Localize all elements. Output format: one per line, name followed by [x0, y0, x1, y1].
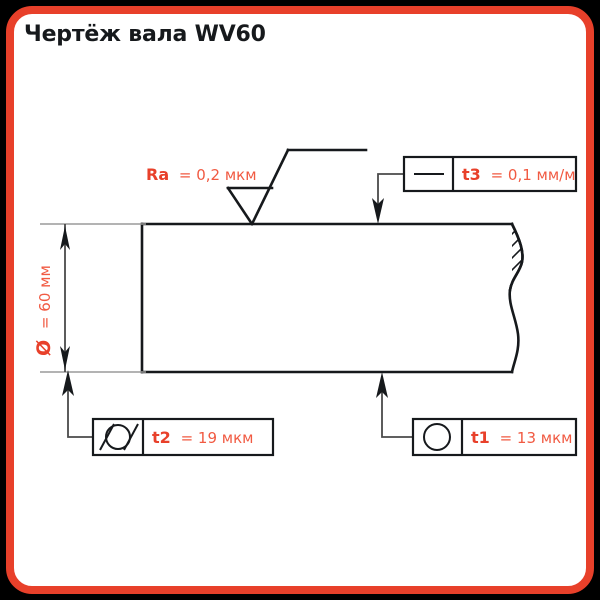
ra-value: = 0,2 мкм: [179, 166, 257, 184]
roundness-icon: [423, 423, 451, 451]
dim-arrow-top: [60, 226, 70, 250]
t2-label-group: t2 = 19 мкм: [152, 428, 253, 447]
t1-leader-arrow: [376, 372, 388, 398]
diameter-value: = 60 мм: [36, 265, 54, 329]
t3-leader-line: [377, 173, 403, 216]
cylindricity-icon: [99, 423, 139, 451]
ra-label-group: Ra = 0,2 мкм: [146, 165, 257, 184]
diameter-label-group: Ø = 60 мм: [33, 265, 55, 356]
t1-label: t1: [471, 428, 490, 447]
t1-leader-line: [381, 380, 412, 438]
t2-label: t2: [152, 428, 171, 447]
shaft-body: [140, 222, 524, 374]
ra-symbol-short-stroke: [226, 186, 254, 226]
t1-label-group: t1 = 13 мкм: [471, 428, 572, 447]
t1-value: = 13 мкм: [500, 429, 573, 447]
t2-leader-line: [67, 378, 92, 438]
t3-label: t3: [462, 165, 481, 184]
page-title: Чертёж вала WV60: [24, 22, 266, 47]
diameter-dimension: Ø = 60 мм: [33, 223, 146, 373]
t3-label-group: t3 = 0,1 мм/м: [462, 165, 576, 184]
diameter-symbol: Ø: [33, 340, 55, 356]
tolerance-frame-t3[interactable]: t3 = 0,1 мм/м: [372, 155, 578, 224]
tolerance-frame-t1[interactable]: t1 = 13 мкм: [376, 372, 578, 457]
t3-leader-arrow: [372, 198, 384, 224]
hatch-outline: [508, 222, 524, 292]
tolerance-frame-t2[interactable]: t2 = 19 мкм: [62, 370, 275, 457]
dim-arrow-bottom: [60, 346, 70, 370]
ra-label: Ra: [146, 165, 169, 184]
t2-leader-arrow: [62, 370, 74, 396]
t2-value: = 19 мкм: [181, 429, 254, 447]
red-border-frame: [6, 6, 594, 594]
t3-value: = 0,1 мм/м: [491, 166, 576, 184]
surface-roughness-annotation: Ra = 0,2 мкм: [146, 148, 368, 226]
